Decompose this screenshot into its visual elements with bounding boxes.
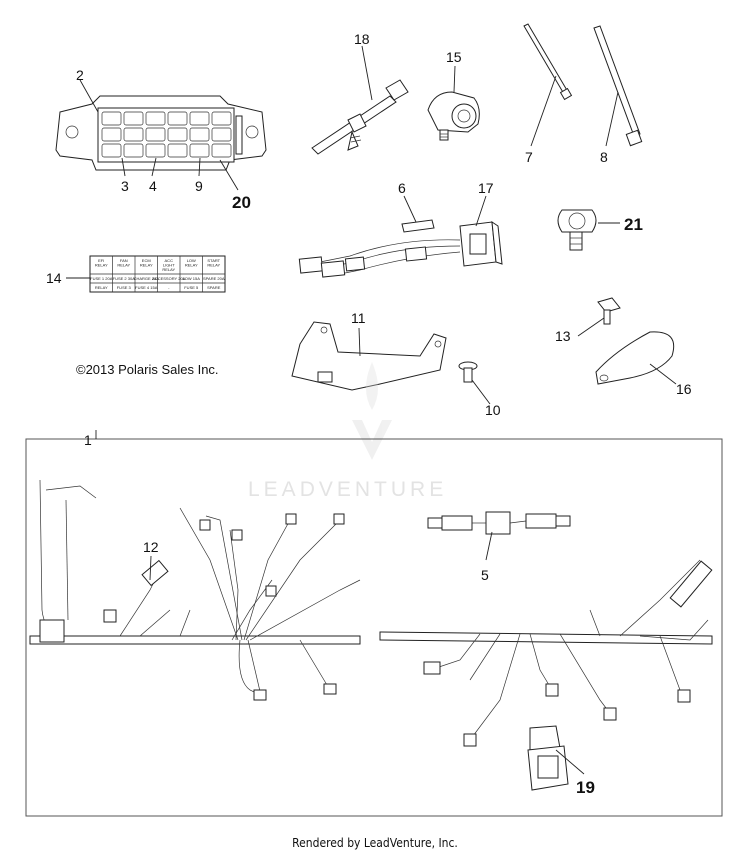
- bolt-drawing: [597, 297, 621, 325]
- relay-chart-header: RELAY: [207, 263, 220, 268]
- fuse-cell: [189, 143, 210, 158]
- fuse-cell: [123, 143, 144, 158]
- relay-chart-header: ACC: [165, 258, 174, 263]
- relay-chart-header: START: [207, 258, 220, 263]
- relay-chart-cell: FUSE 3: [117, 285, 132, 290]
- callout-6: 6: [398, 180, 406, 196]
- fuse-cell: [101, 127, 122, 142]
- relay-chart-header: RELAY: [117, 263, 130, 268]
- clamp-drawing: [427, 91, 480, 141]
- callout-9: 9: [195, 178, 203, 194]
- relay-chart-cell: ACCESSORY 20A: [152, 276, 186, 281]
- relay-chart-cell: FUSE 5: [184, 285, 199, 290]
- callout-8: 8: [600, 149, 608, 165]
- fuse-cell: [101, 111, 122, 126]
- fuse-cell: [211, 111, 232, 126]
- screw-drawing: [458, 361, 478, 383]
- callout-3: 3: [121, 178, 129, 194]
- relay-chart-header: FAN: [120, 258, 128, 263]
- callout-14: 14: [46, 270, 62, 286]
- fuse-cell: [123, 111, 144, 126]
- fuse-cell: [211, 143, 232, 158]
- fuse-cell: [145, 143, 166, 158]
- fuse-cell: [189, 127, 210, 142]
- callout-13: 13: [555, 328, 571, 344]
- callout-20: 20: [232, 193, 251, 212]
- relay-chart-cell: SPARE 20A: [203, 276, 225, 281]
- relay-chart-header: ECM: [142, 258, 151, 263]
- fuse-cell: [211, 127, 232, 142]
- callout-2: 2: [76, 67, 84, 83]
- clamp-21-drawing: [557, 209, 597, 251]
- callout-4: 4: [149, 178, 157, 194]
- callout-15: 15: [446, 49, 462, 65]
- connector-cap-drawing: [527, 725, 569, 791]
- callout-5: 5: [481, 567, 489, 583]
- relay-chart-cell: SPARE: [207, 285, 221, 290]
- relay-chart-header: EFI: [98, 258, 104, 263]
- fuse-cell: [167, 111, 188, 126]
- relay-chart-cell: FUSE 2 30A: [113, 276, 136, 281]
- callout-12: 12: [143, 539, 159, 555]
- footer-credit: Rendered by LeadVenture, Inc.: [292, 836, 458, 850]
- fuse-cell: [145, 127, 166, 142]
- callout-7: 7: [525, 149, 533, 165]
- relay-chart-cell: CHARGE 20A: [134, 276, 160, 281]
- relay-chart-cell: RELAY: [95, 285, 108, 290]
- callout-17: 17: [478, 180, 494, 196]
- callout-18: 18: [354, 31, 370, 47]
- cable-tie-clip-drawing: [311, 79, 409, 155]
- fuse-cell: [101, 143, 122, 158]
- relay-chart-header: LIGHT: [163, 263, 175, 268]
- relay-chart-cell: FUSE 1 20A: [90, 276, 113, 281]
- sub-harness-drawing: [298, 219, 503, 278]
- fuse-cell: [167, 143, 188, 158]
- callout-21: 21: [624, 215, 643, 234]
- fuse-cell: [123, 127, 144, 142]
- relay-chart-cell: -: [168, 285, 170, 290]
- fuse-cell: [145, 111, 166, 126]
- relay-chart-header: RELAY: [162, 267, 175, 272]
- harness-frame: [25, 438, 723, 817]
- relay-chart-header: RELAY: [185, 263, 198, 268]
- relay-chart: EFIRELAYFANRELAYECMRELAYACCLIGHTRELAYLOW…: [89, 255, 226, 293]
- main-harness-left-drawing: [29, 479, 361, 701]
- callout-10: 10: [485, 402, 501, 418]
- fuse-cell: [189, 111, 210, 126]
- leadventure-logo: [352, 362, 392, 460]
- cable-tie-8-drawing: [593, 25, 643, 147]
- callout-16: 16: [676, 381, 692, 397]
- main-harness-right-drawing: [379, 559, 713, 747]
- callout-1: 1: [84, 432, 92, 448]
- fuse-box-drawing: [55, 95, 267, 171]
- watermark-text: LEADVENTURE: [248, 478, 448, 501]
- relay-chart-cell: LOW 15A: [183, 276, 201, 281]
- jumper-harness-drawing: [427, 511, 571, 535]
- relay-chart-header: LOW: [187, 258, 196, 263]
- callout-11: 11: [351, 310, 366, 326]
- callout-19: 19: [576, 778, 595, 797]
- relay-chart-header: RELAY: [140, 263, 153, 268]
- copyright-notice: ©2013 Polaris Sales Inc.: [76, 362, 219, 377]
- fuse-cell: [167, 127, 188, 142]
- cable-tie-7-drawing: [523, 23, 573, 101]
- relay-chart-cell: FUSE 4 15A: [135, 285, 158, 290]
- bracket-drawing: [291, 321, 447, 391]
- p-clamp-drawing: [595, 331, 675, 385]
- relay-chart-header: RELAY: [95, 263, 108, 268]
